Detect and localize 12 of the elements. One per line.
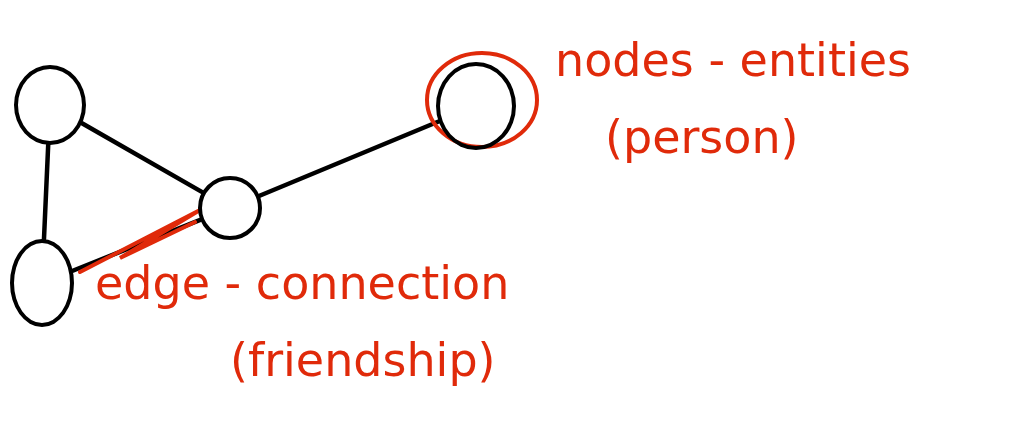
edge-line (257, 119, 441, 198)
edge-line (79, 121, 205, 195)
edge-line (70, 217, 203, 273)
circle-node (198, 176, 262, 240)
circle-node (436, 62, 516, 150)
annotation-text: (friendship) (230, 335, 496, 386)
annotation-text: edge - connection (95, 258, 510, 309)
edge-line (41, 142, 51, 242)
circle-node (14, 65, 86, 145)
annotation-text: nodes - entities (555, 35, 911, 86)
circle-node (10, 239, 74, 327)
annotation-text: (person) (605, 112, 799, 163)
